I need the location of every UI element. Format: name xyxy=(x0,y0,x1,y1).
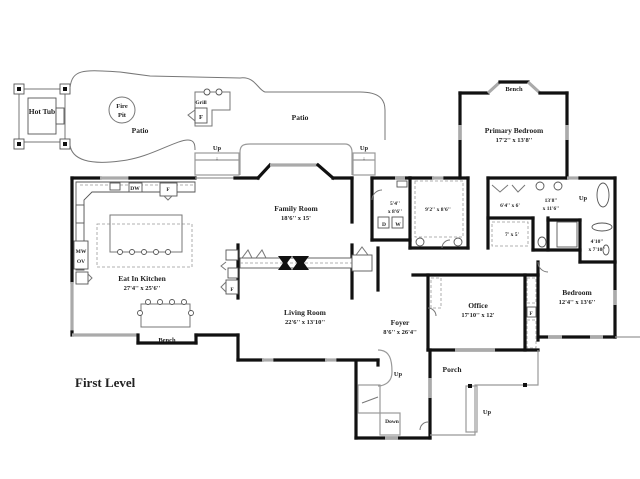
bedroom-dims: 12'4'' x 13'6'' xyxy=(559,299,596,306)
kitchen-side-cabinets xyxy=(220,249,239,295)
kitchen-island xyxy=(96,214,193,268)
living-room-dims: 22'6'' x 13'10'' xyxy=(285,319,325,326)
porch xyxy=(430,336,640,436)
kitchen-label: Eat In Kitchen xyxy=(118,274,166,283)
office-label: Office xyxy=(468,301,488,310)
grill-label: Grill xyxy=(195,100,207,106)
grill-fridge-label: F xyxy=(199,114,203,121)
up-label-left: Up xyxy=(213,145,222,152)
hot-tub-deck xyxy=(13,83,71,150)
patio-steps-left[interactable] xyxy=(194,152,240,176)
pantry-fridge-label: F xyxy=(230,287,234,293)
down-arrow-icon: ↓ xyxy=(216,156,219,162)
laundry-dims-1: 5'4'' xyxy=(390,201,401,207)
porch-label: Porch xyxy=(442,365,462,374)
washer-label: W xyxy=(395,222,401,228)
fire-pit-label-2: Pit xyxy=(118,112,127,119)
laundry-dims-2: x 8'6'' xyxy=(388,209,403,215)
primary-suite-walls xyxy=(458,80,617,264)
tub-up-label: Up xyxy=(579,195,588,202)
kitchen-dims: 27'4'' x 25'6'' xyxy=(124,285,161,292)
down-arrow-icon: ↓ xyxy=(363,156,366,162)
walk-in-dims: 6'4'' x 6' xyxy=(500,203,520,209)
office-closet-f-label: F xyxy=(529,311,533,317)
bedroom-walls xyxy=(536,260,617,342)
patio-steps-right[interactable] xyxy=(352,152,376,176)
patio-left-label: Patio xyxy=(132,126,149,135)
living-room-label: Living Room xyxy=(284,308,327,317)
bath-2-dims-1: 4'10'' xyxy=(591,239,604,245)
office-walls xyxy=(411,273,540,352)
closet-a-dims: 9'2'' x 8'6'' xyxy=(425,207,451,213)
bedroom-label: Bedroom xyxy=(562,288,592,297)
microwave-label: MW xyxy=(76,249,87,255)
up-label-right: Up xyxy=(360,145,369,152)
stair-down-label: Down xyxy=(385,419,399,425)
patio-outline xyxy=(69,70,386,163)
floor-level-title: First Level xyxy=(75,375,136,390)
kitchen-counters xyxy=(73,181,196,285)
foyer-dims: 8'6'' x 26'4'' xyxy=(383,329,417,336)
foyer-walls xyxy=(354,246,432,440)
closet-b-dims: 7' x 5' xyxy=(505,232,520,238)
grill-station xyxy=(187,88,231,127)
porch-steps-up-label: Up xyxy=(483,409,492,416)
primary-bedroom-dims: 17'2'' x 13'8'' xyxy=(496,137,533,144)
primary-bath-dims-2: x 11'6'' xyxy=(543,206,560,212)
family-room-label: Family Room xyxy=(274,204,318,213)
primary-bath-dims-1: 13'8'' xyxy=(545,198,558,204)
family-room-bay-deck xyxy=(239,143,353,175)
oven-label: OV xyxy=(77,259,85,265)
sink-icon xyxy=(109,182,121,191)
dryer-label: D xyxy=(382,222,386,228)
bath-2-dims-2: x 7'10'' xyxy=(589,247,606,253)
office-dims: 17'10'' x 12' xyxy=(461,312,494,319)
laundry-closet-walls xyxy=(370,176,470,250)
exterior-walls xyxy=(70,162,380,362)
fire-pit-label-1: Fire xyxy=(116,103,128,110)
family-room-dims: 18'6'' x 15' xyxy=(281,215,311,222)
dining-table xyxy=(137,299,194,328)
fireplace-wall xyxy=(239,246,373,272)
fire-pit xyxy=(108,96,136,124)
primary-bench-label: Bench xyxy=(505,86,523,93)
dishwasher-label: DW xyxy=(130,186,140,192)
patio-right-label: Patio xyxy=(292,113,309,122)
foyer-label: Foyer xyxy=(391,318,410,327)
primary-bedroom-label: Primary Bedroom xyxy=(485,126,544,135)
foyer-stair-up-label: Up xyxy=(394,371,403,378)
kitchen-bench-label: Bench xyxy=(158,337,176,344)
hot-tub-label: Hot Tub xyxy=(29,107,55,116)
fridge-label: F xyxy=(166,187,170,193)
